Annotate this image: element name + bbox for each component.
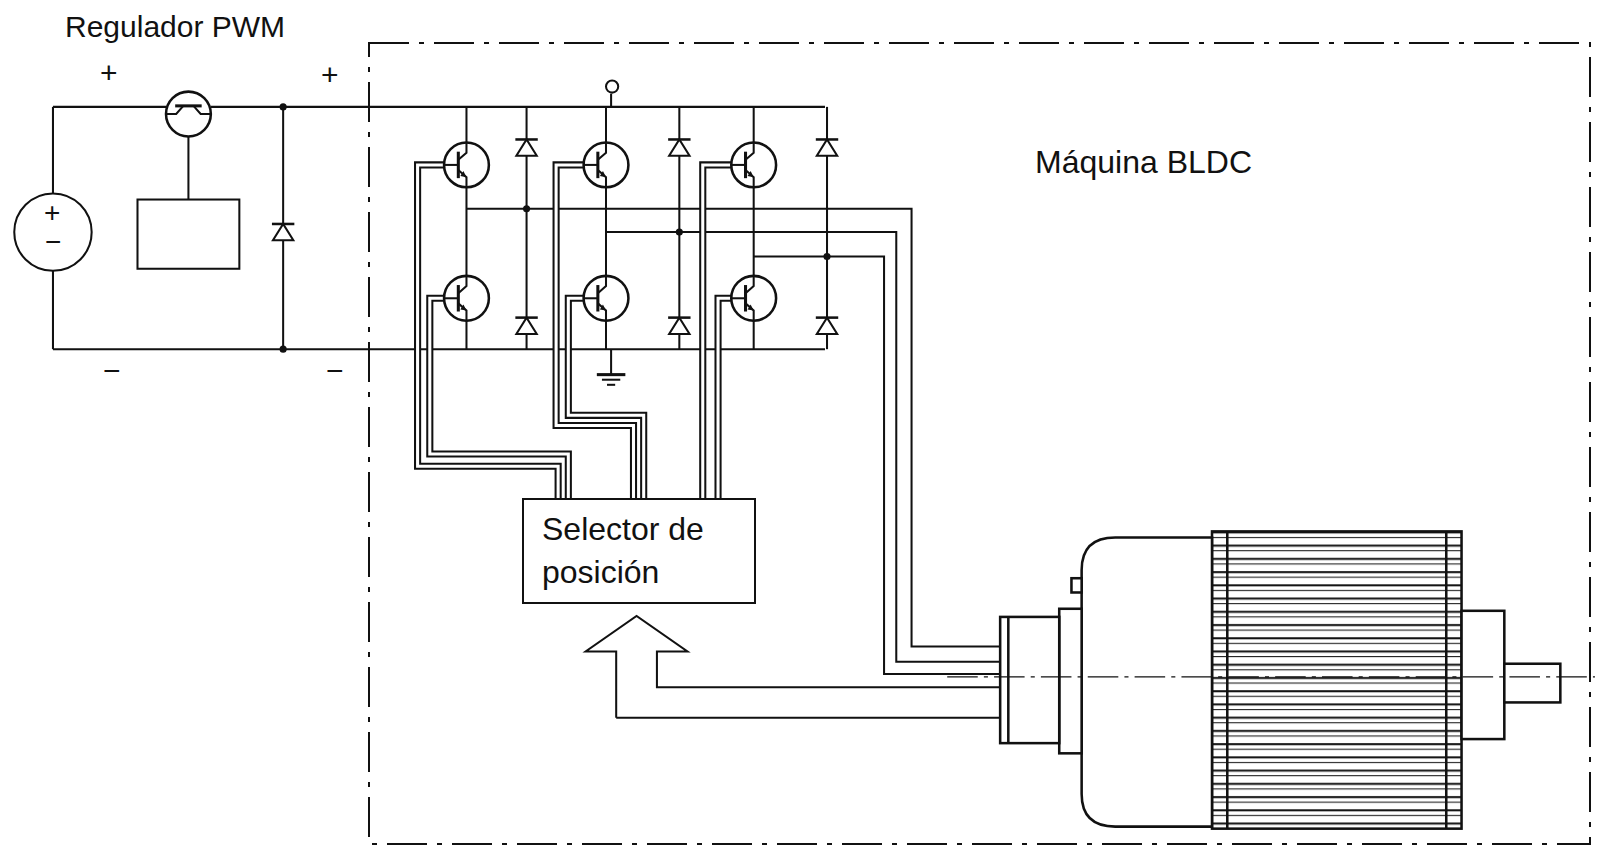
polarity-sign: − [103, 356, 121, 386]
polarity-sign: + [321, 60, 339, 90]
selector-box: Selector de posición [522, 498, 756, 604]
region-outline [367, 41, 1592, 846]
machine-region: Máquina BLDC Selector de posición [367, 41, 1592, 846]
source-sign: + [44, 199, 60, 227]
box-text: Selector de posición [542, 508, 736, 594]
block-title: Regulador PWM [65, 12, 285, 42]
source-sign: − [45, 228, 61, 256]
polarity-sign: − [326, 356, 344, 386]
polarity-sign: + [100, 58, 118, 88]
region-title: Máquina BLDC [1035, 141, 1252, 184]
